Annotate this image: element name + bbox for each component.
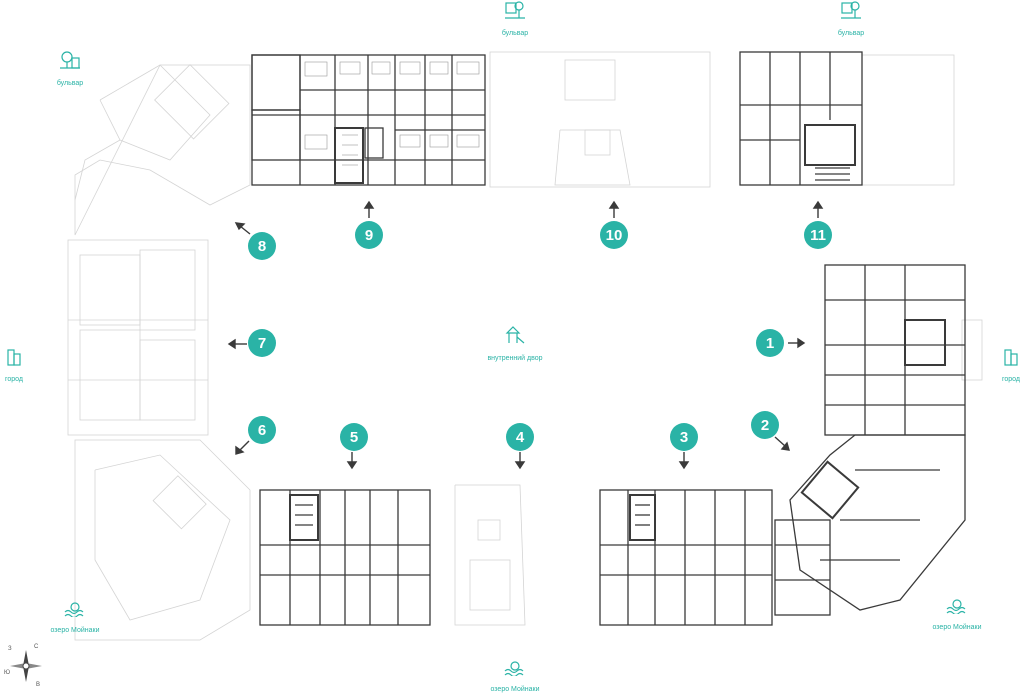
building-right [774,264,966,616]
lake-waves-icon [504,661,524,676]
compass-east: В [36,682,41,688]
building-bottom-right [599,489,773,626]
landmark-label: город [4,376,23,383]
landmark-lake-bottom: озеро Мойнаки [480,660,550,696]
landmark-boulevard-top-right: бульвар [831,0,871,40]
compass-rose: С Ю В З [4,644,46,688]
landmark-city-left: город [0,346,28,386]
marker-7[interactable]: 7 [248,329,276,357]
compass-north: С [34,644,39,650]
compass-west: З [8,646,12,652]
compass-icon [10,650,42,682]
lake-waves-icon [64,602,84,617]
tree-icon [841,1,861,19]
building-bottom-left [259,489,431,626]
marker-11[interactable]: 11 [804,221,832,249]
lake-waves-icon [946,599,966,614]
direction-arrows [227,200,824,470]
marker-9[interactable]: 9 [355,221,383,249]
playground-icon [505,326,525,344]
compass-south: Ю [4,670,11,676]
landmark-label: бульвар [837,30,865,37]
tree-icon [60,51,80,69]
landmark-label: озеро Мойнаки [932,624,982,631]
landmark-label: озеро Мойнаки [490,686,540,693]
neighbouring-buildings-outline [67,51,983,641]
landmark-lake-left: озеро Мойнаки [40,601,110,637]
landmark-boulevard-left: бульвар [50,50,90,90]
building-top-right [739,51,863,186]
marker-3[interactable]: 3 [670,423,698,451]
marker-10[interactable]: 10 [600,221,628,249]
building-top-left [251,54,486,186]
marker-8[interactable]: 8 [248,232,276,260]
landmark-boulevard-top: бульвар [495,0,535,40]
landmark-label: озеро Мойнаки [50,627,100,634]
building-top-left-furniture [304,61,480,166]
landmark-courtyard: внутренний двор [470,325,560,365]
marker-5[interactable]: 5 [340,423,368,451]
landmark-label: бульвар [501,30,529,37]
marker-4[interactable]: 4 [506,423,534,451]
tree-icon [505,1,525,19]
marker-2[interactable]: 2 [751,411,779,439]
landmark-lake-right: озеро Мойнаки [922,598,992,634]
landmark-city-right: город [998,346,1024,386]
city-buildings-icon [1004,349,1018,366]
marker-1[interactable]: 1 [756,329,784,357]
marker-6[interactable]: 6 [248,416,276,444]
city-buildings-icon [7,349,21,366]
landmark-label: город [1001,376,1020,383]
landmark-label: внутренний двор [487,355,543,362]
landmark-label: бульвар [56,80,84,87]
